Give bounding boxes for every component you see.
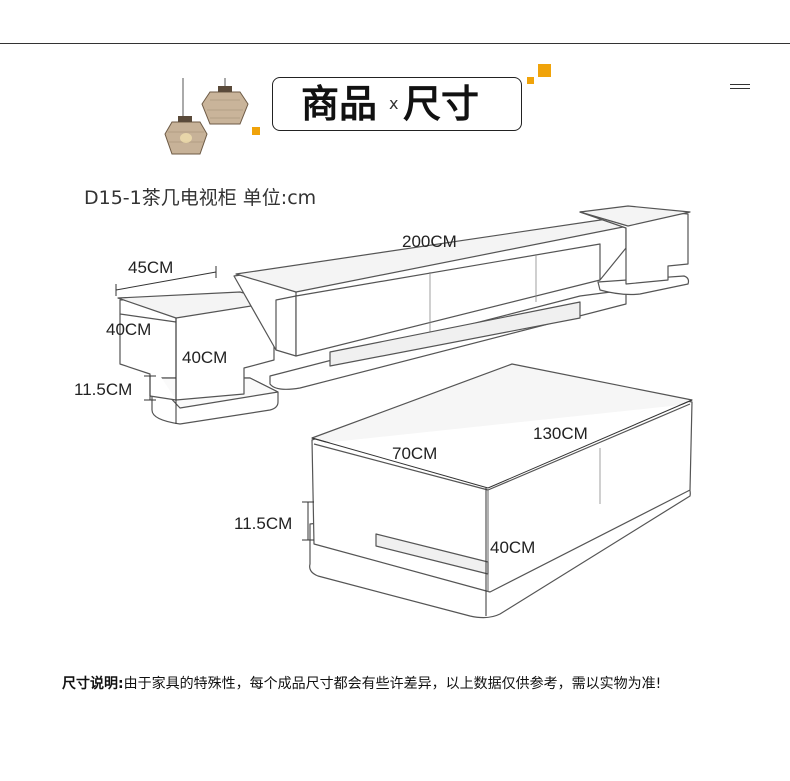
coffee-table xyxy=(309,363,693,619)
pendant-lamp-icon xyxy=(164,78,249,155)
right-cabinet xyxy=(579,205,691,296)
dim-side-cabinet-depth: 40CM xyxy=(106,320,152,339)
size-note-label: 尺寸说明: xyxy=(62,676,124,692)
product-subtitle: D15-1茶几电视柜 单位:cm xyxy=(84,187,317,209)
dim-table-width: 70CM xyxy=(392,444,438,463)
dim-side-cabinet-width: 45CM xyxy=(128,258,174,277)
accent-square xyxy=(538,64,551,77)
dim-side-cabinet-height: 40CM xyxy=(182,348,228,367)
accent-square-lamp xyxy=(252,127,260,135)
dimension-lines xyxy=(115,266,693,616)
tv-cabinet xyxy=(233,217,629,390)
top-divider xyxy=(0,43,790,44)
dim-table-base: 11.5CM xyxy=(234,514,293,533)
size-note-text: 由于家具的特殊性，每个成品尺寸都会有些许差异，以上数据仅供参考，需以实物为准! xyxy=(123,676,662,692)
side-cabinet xyxy=(117,291,279,425)
title-separator: x xyxy=(389,94,399,113)
dim-side-cabinet-base: 11.5CM xyxy=(74,380,133,399)
dim-tv-cabinet-length: 200CM xyxy=(402,232,457,251)
title-right: 尺寸 xyxy=(403,81,480,126)
dim-table-height: 40CM xyxy=(490,538,536,557)
title-left: 商品 xyxy=(301,81,378,126)
size-note: 尺寸说明:由于家具的特殊性，每个成品尺寸都会有些许差异，以上数据仅供参考，需以实… xyxy=(62,674,661,694)
title-box: 商品 x 尺寸 xyxy=(272,77,522,131)
dim-table-length: 130CM xyxy=(533,424,588,443)
menu-icon[interactable] xyxy=(730,84,750,91)
accent-square-small xyxy=(527,77,534,84)
